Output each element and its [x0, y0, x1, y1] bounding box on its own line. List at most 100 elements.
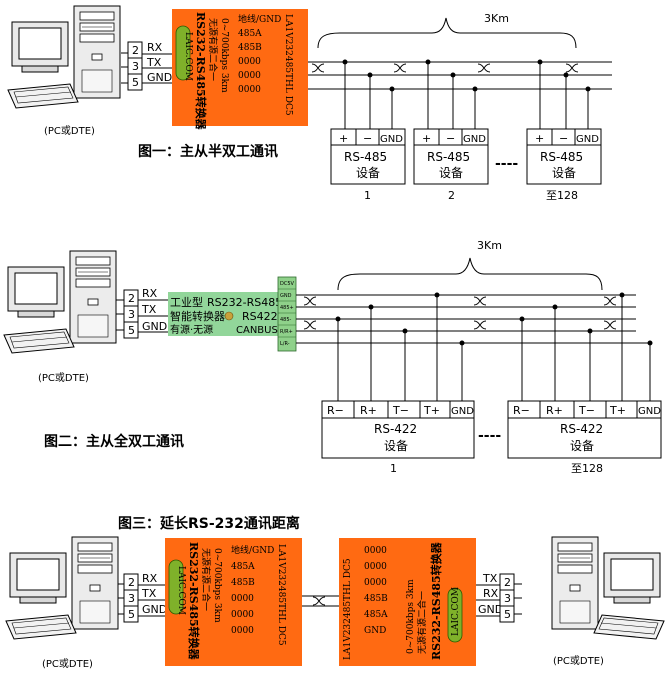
- twisted-pair-marker: [311, 63, 325, 73]
- signal-label: TX: [482, 572, 498, 585]
- device-number: 1: [364, 189, 371, 202]
- converter-text: CANBUS: [236, 325, 278, 336]
- rs485-device: + − GND RS-485 设备: [330, 128, 406, 185]
- converter-pin: 0000: [364, 578, 387, 588]
- terminal-label: GND: [638, 406, 661, 417]
- port-number: 3: [132, 60, 139, 73]
- port-number: 3: [504, 592, 511, 605]
- twisted-pair-marker: [565, 63, 579, 73]
- brand-badge: LAIC.COM: [451, 587, 461, 636]
- converter-pin: 0000: [231, 626, 254, 636]
- signal-label: RX: [483, 587, 499, 600]
- terminal-label: R+: [546, 404, 563, 417]
- terminal-label: GND: [576, 134, 599, 145]
- distance-brace: [337, 257, 603, 291]
- device-type: RS-485: [344, 150, 387, 164]
- converter-title: RS232-RS485转换器: [187, 542, 201, 661]
- converter-pin: GND: [364, 626, 386, 636]
- twisted-pair-marker: [473, 320, 487, 330]
- signal-label: GND: [142, 320, 167, 333]
- indicator-led: [224, 311, 234, 321]
- terminal-label: R/R+: [280, 329, 293, 335]
- converter-module: 0000 0000 0000 485B 485A GND LA1V232485T…: [339, 538, 476, 666]
- signal-label: RX: [147, 41, 163, 54]
- converter-pin: 485A: [238, 29, 262, 39]
- terminal-label: GND: [463, 134, 486, 145]
- terminal-label: DC5V: [280, 281, 295, 287]
- terminal-label: L/R-: [280, 341, 290, 347]
- signal-label: RX: [142, 572, 158, 585]
- twisted-pair-marker: [393, 63, 407, 73]
- twisted-pair-marker: [303, 320, 317, 330]
- converter-pin: 0000: [231, 610, 254, 620]
- terminal-label: −: [363, 132, 372, 145]
- converter-pin: 0000: [238, 71, 261, 81]
- device-word: 设备: [570, 439, 594, 453]
- converter-feature: 无源有源二合一: [207, 18, 219, 81]
- figure-caption: 图三：延长RS-232通讯距离: [118, 515, 300, 532]
- converter-speed: 0~700kbps 3km: [212, 548, 222, 623]
- figure-1: (PC或DTE) 2 3 5 RX TX GND LAIC.COM RS232-…: [7, 5, 612, 202]
- pc-icon: [3, 250, 117, 354]
- converter-module: LAIC.COM RS232-RS485转换器 无源有源二合一 0~700kbp…: [172, 9, 308, 131]
- converter-model: LA1V232485THL DC5: [343, 558, 353, 660]
- device-type: RS-485: [427, 150, 470, 164]
- terminal-label: 485+: [280, 305, 294, 311]
- port-number: 2: [132, 44, 139, 57]
- converter-pin: 485B: [231, 578, 255, 588]
- twisted-pair-marker: [477, 63, 491, 73]
- device-number: 至128: [546, 189, 578, 202]
- device-type: RS-422: [374, 422, 417, 436]
- device-type: RS-485: [540, 150, 583, 164]
- signal-label: TX: [141, 303, 157, 316]
- figure-caption: 图二：主从全双工通讯: [44, 433, 184, 450]
- signal-label: GND: [478, 603, 503, 616]
- port-number: 5: [504, 608, 511, 621]
- converter-pin: 0000: [231, 594, 254, 604]
- device-number: 至128: [571, 462, 603, 475]
- terminal-label: T+: [609, 404, 626, 417]
- converter-pin: 485A: [364, 610, 388, 620]
- converter-speed: 0~700kbps 3km: [406, 579, 416, 654]
- signal-label: GND: [147, 71, 172, 84]
- port-number: 3: [128, 308, 135, 321]
- distance-label: 3Km: [484, 12, 509, 25]
- terminal-label: 485-: [280, 317, 292, 323]
- twisted-pair-marker: [603, 296, 617, 306]
- twisted-pair-marker: [312, 596, 326, 606]
- device-type: RS-422: [560, 422, 603, 436]
- ellipsis: ----: [478, 428, 501, 444]
- port-number: 3: [128, 592, 135, 605]
- signal-label: RX: [142, 287, 158, 300]
- converter-pin: 485B: [238, 43, 262, 53]
- signal-label: TX: [141, 587, 157, 600]
- device-word: 设备: [552, 166, 576, 180]
- port-number: 5: [132, 76, 139, 89]
- terminal-label: T+: [423, 404, 440, 417]
- pc-icon: [7, 5, 121, 109]
- converter-model: LA1V232485THL DC5: [283, 14, 293, 116]
- converter-text: RS422: [242, 310, 278, 323]
- signal-label: TX: [146, 56, 162, 69]
- converter-speed: 0~700kbps 3km: [219, 18, 229, 93]
- device-word: 设备: [384, 439, 408, 453]
- device-word: 设备: [356, 166, 380, 180]
- brand-badge: LAIC.COM: [176, 566, 186, 615]
- converter-pin: 0000: [238, 85, 261, 95]
- twisted-pair-marker: [303, 296, 317, 306]
- device-number: 1: [390, 462, 397, 475]
- ellipsis: ----: [495, 156, 518, 172]
- rs422-device: R− R+ T− T+ GND RS-422 设备: [507, 400, 662, 459]
- converter-text: 工业型: [170, 295, 203, 309]
- terminal-label: GND: [280, 293, 292, 299]
- twisted-pair-marker: [473, 296, 487, 306]
- converter-pin: 485A: [231, 562, 255, 572]
- converter-title: RS232-RS485转换器: [429, 541, 443, 660]
- terminal-label: R−: [513, 404, 530, 417]
- terminal-label: R+: [360, 404, 377, 417]
- twisted-pair-marker: [603, 320, 617, 330]
- pc-label: (PC或DTE): [42, 658, 93, 670]
- converter-text: 智能转换器: [170, 309, 225, 323]
- converter-pin: 0000: [364, 562, 387, 572]
